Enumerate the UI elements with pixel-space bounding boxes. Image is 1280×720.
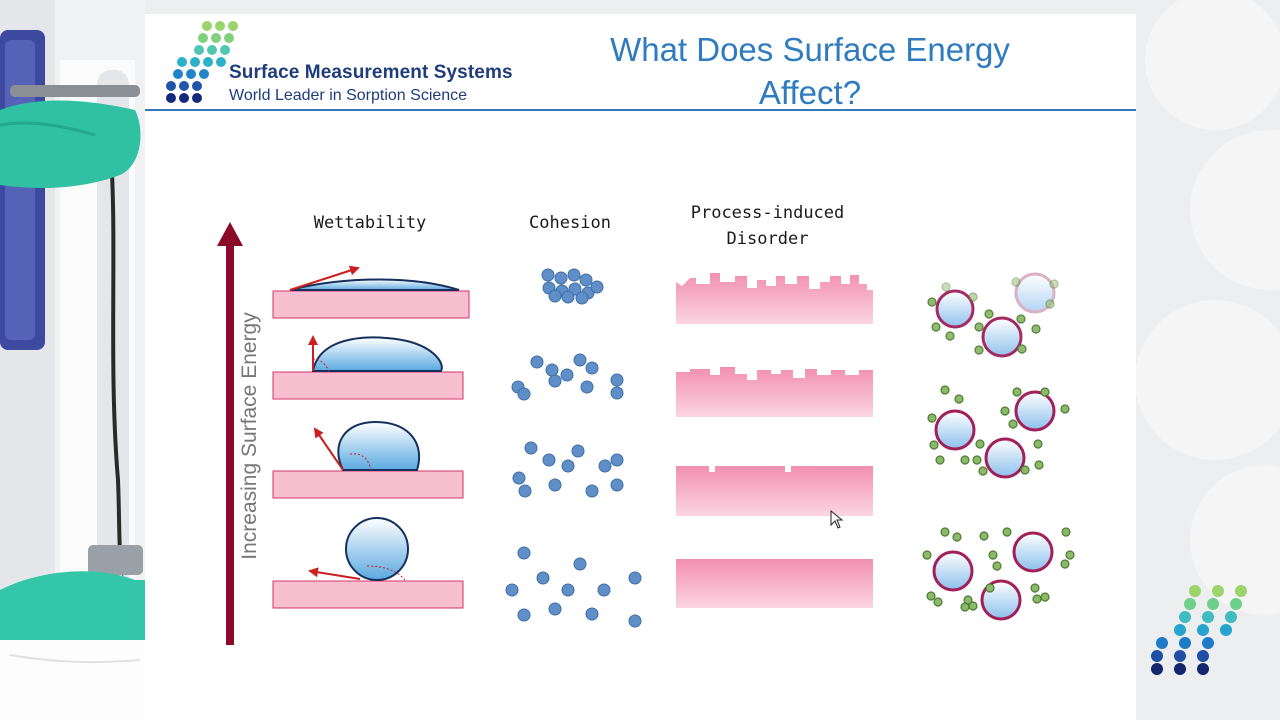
column-label-wettability: Wettability bbox=[313, 213, 427, 233]
slide-title: What Does Surface Energy Affect? bbox=[565, 28, 1055, 114]
brand-tagline: World Leader in Sorption Science bbox=[229, 87, 468, 104]
slide-title-line-1: What Does Surface Energy bbox=[610, 31, 1010, 68]
wetting-row-1 bbox=[272, 265, 470, 319]
wetting-row-4 bbox=[272, 517, 464, 609]
mouse-pointer-icon bbox=[830, 510, 844, 529]
disorder-slab-4 bbox=[676, 559, 873, 608]
corner-logo-icon bbox=[1151, 585, 1247, 675]
dot-grid-logo-icon bbox=[166, 21, 238, 103]
disorder-slab-1 bbox=[676, 273, 873, 324]
increasing-energy-arrow bbox=[217, 222, 243, 645]
disorder-slab-3 bbox=[676, 466, 873, 516]
wetting-row-3 bbox=[272, 420, 464, 499]
column-label-cohesion: Cohesion bbox=[529, 213, 611, 233]
cohesion-cluster-1 bbox=[541, 268, 604, 305]
column-label-disorder-line-2: Disorder bbox=[726, 229, 809, 249]
host-guest-row-1 bbox=[927, 272, 1059, 358]
cohesion-cluster-3 bbox=[512, 441, 624, 498]
surface-energy-illustration bbox=[217, 222, 1075, 645]
wettability-column bbox=[272, 265, 470, 609]
brand-name: Surface Measurement Systems bbox=[229, 62, 513, 83]
host-guest-row-2 bbox=[927, 385, 1070, 479]
dot-grid-logo-icon bbox=[1151, 585, 1247, 675]
wetting-row-2 bbox=[272, 335, 464, 400]
host-guest-row-3 bbox=[922, 527, 1075, 621]
header-divider bbox=[145, 109, 1136, 111]
presentation-slide: Surface Measurement Systems World Leader… bbox=[145, 14, 1136, 720]
slide-title-line-2: Affect? bbox=[758, 74, 862, 111]
column-label-disorder: Process-induced Disorder bbox=[665, 200, 870, 252]
disorder-slab-2 bbox=[676, 367, 873, 417]
cohesion-cluster-4 bbox=[505, 546, 642, 628]
host-guest-column bbox=[922, 272, 1075, 621]
column-label-disorder-line-1: Process-induced bbox=[690, 203, 845, 223]
cohesion-column bbox=[505, 268, 642, 628]
disorder-column bbox=[676, 273, 873, 608]
cohesion-cluster-2 bbox=[511, 353, 624, 401]
